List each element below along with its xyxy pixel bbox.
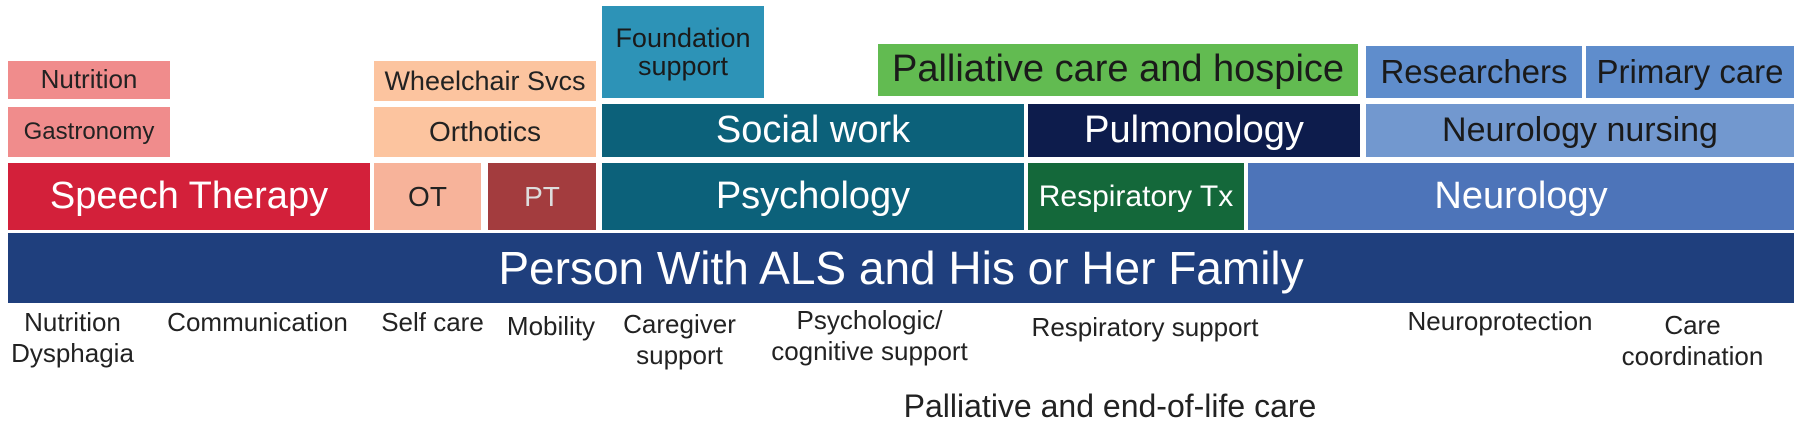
neurology-block: Neurology (1248, 163, 1794, 230)
label-care-coordination: Care coordination (1605, 310, 1780, 372)
primary-care-block: Primary care (1586, 46, 1794, 98)
label-self-care: Self care (381, 307, 484, 337)
social-work-label: Social work (715, 108, 911, 151)
label-palliative-end-of-life-care: Palliative and end-of-life care (903, 388, 1317, 424)
speech-therapy-block: Speech Therapy (8, 163, 370, 230)
label-caregiver-line1: Caregiver (623, 309, 736, 339)
foundation-label-line2: support (637, 51, 729, 81)
respiratory-tx-label: Respiratory Tx (1038, 179, 1234, 213)
gastronomy-label: Gastronomy (23, 118, 155, 146)
respiratory-tx-block: Respiratory Tx (1028, 163, 1244, 230)
pt-block: PT (488, 163, 596, 230)
psychology-block: Psychology (602, 163, 1024, 230)
label-nutrition-line1: Nutrition (24, 307, 121, 337)
label-dysphagia-line2: Dysphagia (11, 338, 134, 369)
psychology-label: Psychology (715, 174, 911, 217)
label-caregiver-support: Caregiver support (607, 309, 752, 371)
label-nutrition-dysphagia: Nutrition Dysphagia (0, 307, 145, 369)
label-psychologic-cognitive-support: Psychologic/ cognitive support (752, 305, 987, 367)
wheelchair-svcs-block: Wheelchair Svcs (374, 61, 596, 101)
label-mobility: Mobility (506, 311, 596, 341)
nutrition-block-label: Nutrition (40, 64, 138, 95)
label-psychologic-line2: cognitive support (771, 336, 968, 367)
social-work-block: Social work (602, 104, 1024, 157)
label-communication: Communication (167, 307, 348, 337)
orthotics-label: Orthotics (428, 116, 542, 148)
label-care-line1: Care (1664, 310, 1721, 340)
neurology-nursing-label: Neurology nursing (1442, 110, 1718, 149)
wheelchair-svcs-label: Wheelchair Svcs (384, 65, 586, 96)
base-block-person-with-als: Person With ALS and His or Her Family (8, 233, 1794, 303)
gastronomy-block: Gastronomy (8, 107, 170, 157)
label-neuroprotection: Neuroprotection (1407, 306, 1593, 336)
researchers-block: Researchers (1366, 46, 1582, 98)
palliative-hospice-label: Palliative care and hospice (891, 48, 1345, 91)
neurology-label: Neurology (1434, 174, 1608, 217)
ot-label: OT (408, 180, 447, 212)
ot-block: OT (374, 163, 481, 230)
pulmonology-block: Pulmonology (1028, 104, 1360, 157)
label-psychologic-line1: Psychologic/ (796, 305, 943, 335)
researchers-label: Researchers (1380, 52, 1568, 90)
orthotics-block: Orthotics (374, 107, 596, 157)
base-block-label: Person With ALS and His or Her Family (498, 241, 1304, 294)
nutrition-block: Nutrition (8, 61, 170, 99)
speech-therapy-label: Speech Therapy (49, 174, 329, 217)
primary-care-label: Primary care (1596, 52, 1784, 90)
label-coordination-line2: coordination (1621, 341, 1764, 372)
neurology-nursing-block: Neurology nursing (1366, 104, 1794, 157)
foundation-support-block: Foundation support (602, 6, 764, 98)
label-respiratory-support: Respiratory support (1031, 312, 1259, 342)
pulmonology-label: Pulmonology (1084, 108, 1304, 151)
palliative-hospice-block: Palliative care and hospice (878, 44, 1358, 96)
foundation-label-line1: Foundation (615, 22, 751, 53)
label-caregiver-line2: support (636, 340, 723, 371)
pt-label: PT (524, 180, 560, 212)
